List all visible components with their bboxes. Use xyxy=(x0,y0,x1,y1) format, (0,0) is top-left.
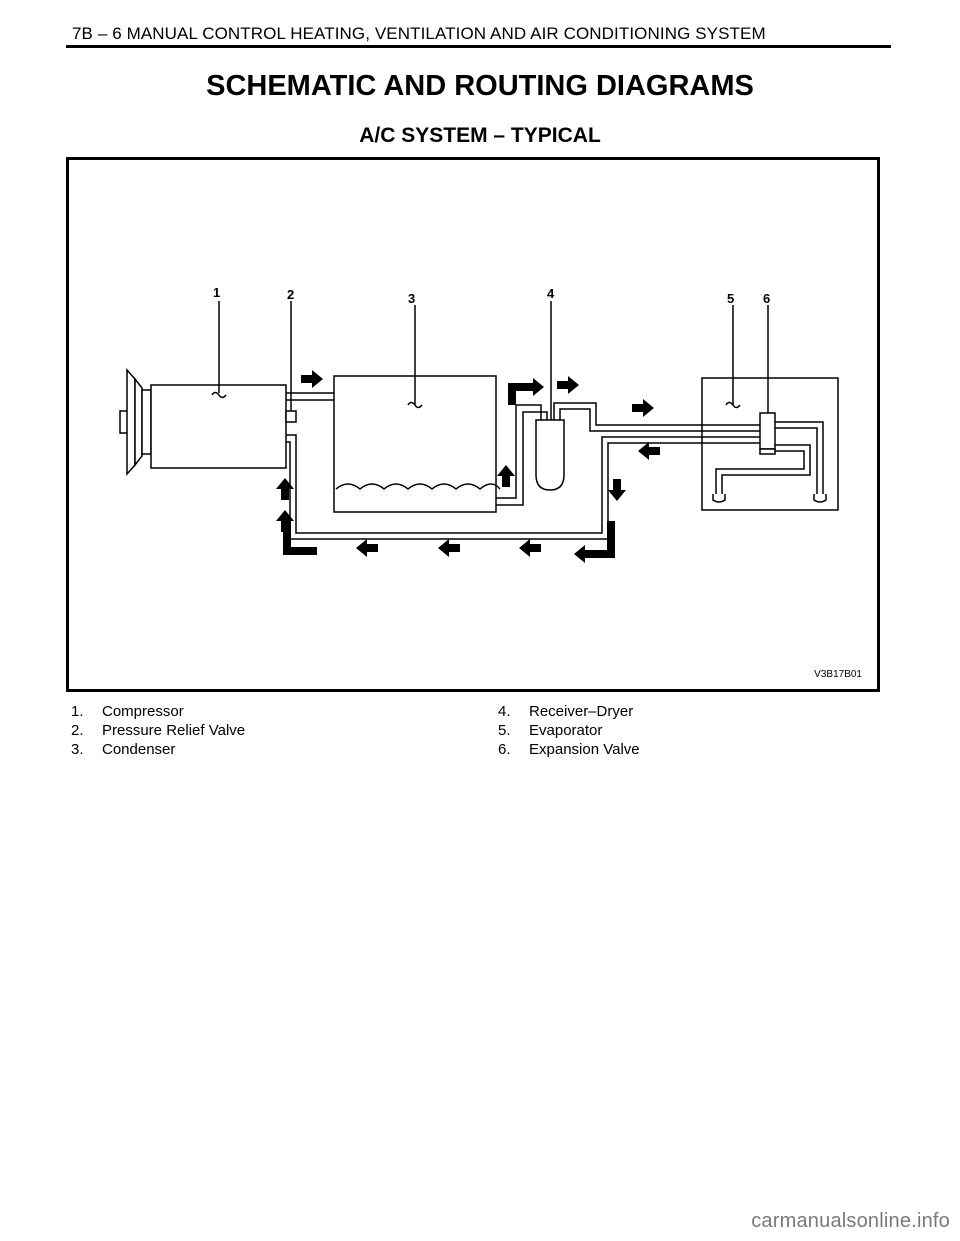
condenser-shape xyxy=(333,375,501,513)
legend-label: Receiver–Dryer xyxy=(529,703,634,720)
running-header: 7B – 6 MANUAL CONTROL HEATING, VENTILATI… xyxy=(72,24,766,43)
receiver-dryer-shape xyxy=(535,419,565,491)
legend-item: 5. Evaporator xyxy=(498,721,640,740)
legend-number: 3. xyxy=(71,741,84,758)
legend-number: 4. xyxy=(498,703,511,720)
legend-label: Condenser xyxy=(102,741,176,758)
evaporator-drains xyxy=(712,494,827,503)
legend-label: Compressor xyxy=(102,703,184,720)
legend-number: 5. xyxy=(498,722,511,739)
legend-left: 1. Compressor 2. Pressure Relief Valve 3… xyxy=(71,702,245,759)
figure-id: V3B17B01 xyxy=(814,669,862,680)
callout-6: 6 xyxy=(763,291,770,306)
page-title: SCHEMATIC AND ROUTING DIAGRAMS xyxy=(206,70,754,102)
callout-1: 1 xyxy=(213,285,220,300)
compressor-shape xyxy=(119,368,287,476)
callout-4: 4 xyxy=(547,286,555,301)
flow-arrows xyxy=(276,370,660,563)
callout-2: 2 xyxy=(287,287,294,302)
legend-label: Expansion Valve xyxy=(529,741,640,758)
legend-item: 1. Compressor xyxy=(71,702,245,721)
legend-label: Evaporator xyxy=(529,722,603,739)
callout-5: 5 xyxy=(727,291,734,306)
legend-item: 6. Expansion Valve xyxy=(498,740,640,759)
pressure-relief-valve-shape xyxy=(285,410,297,423)
footer-watermark: carmanualsonline.info xyxy=(751,1210,950,1232)
legend-number: 1. xyxy=(71,703,84,720)
legend-number: 2. xyxy=(71,722,84,739)
legend-item: 3. Condenser xyxy=(71,740,245,759)
legend-item: 4. Receiver–Dryer xyxy=(498,702,640,721)
legend-right: 4. Receiver–Dryer 5. Evaporator 6. Expan… xyxy=(498,702,640,759)
legend-label: Pressure Relief Valve xyxy=(102,722,246,739)
ac-system-schematic: 1 2 3 4 5 6 V3B17B01 xyxy=(66,157,880,692)
expansion-valve-shape xyxy=(759,412,776,455)
header-rule xyxy=(66,45,891,48)
section-title: A/C SYSTEM – TYPICAL xyxy=(359,124,601,147)
legend-number: 6. xyxy=(498,741,511,758)
callout-leaders xyxy=(218,301,769,420)
legend-item: 2. Pressure Relief Valve xyxy=(71,721,245,740)
callout-3: 3 xyxy=(408,291,415,306)
